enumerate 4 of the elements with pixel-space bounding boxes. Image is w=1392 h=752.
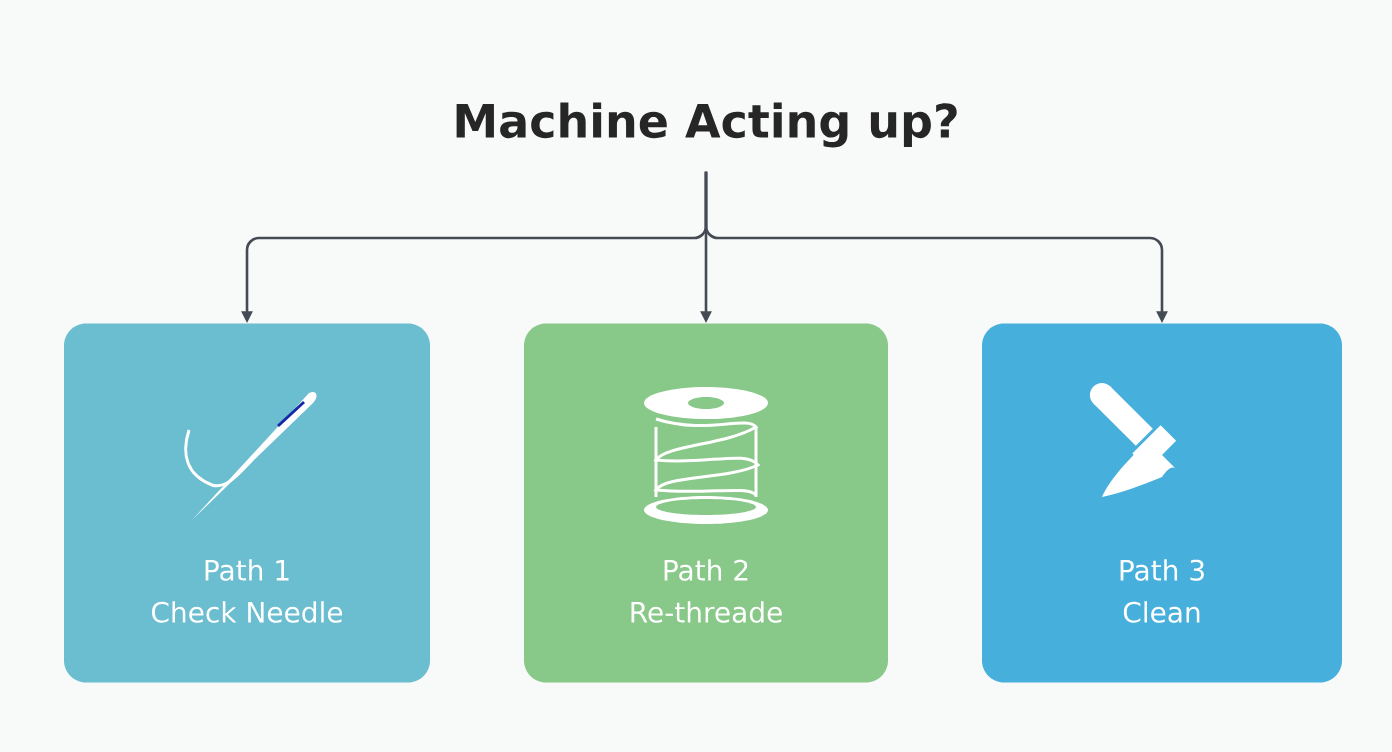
path-box: Path 2 Re-threade xyxy=(524,323,888,683)
question-title: Machine Acting up? xyxy=(456,102,957,148)
path-box: Path 1 Check Needle xyxy=(64,323,430,683)
path-box: Path 3 Clean xyxy=(982,323,1342,683)
